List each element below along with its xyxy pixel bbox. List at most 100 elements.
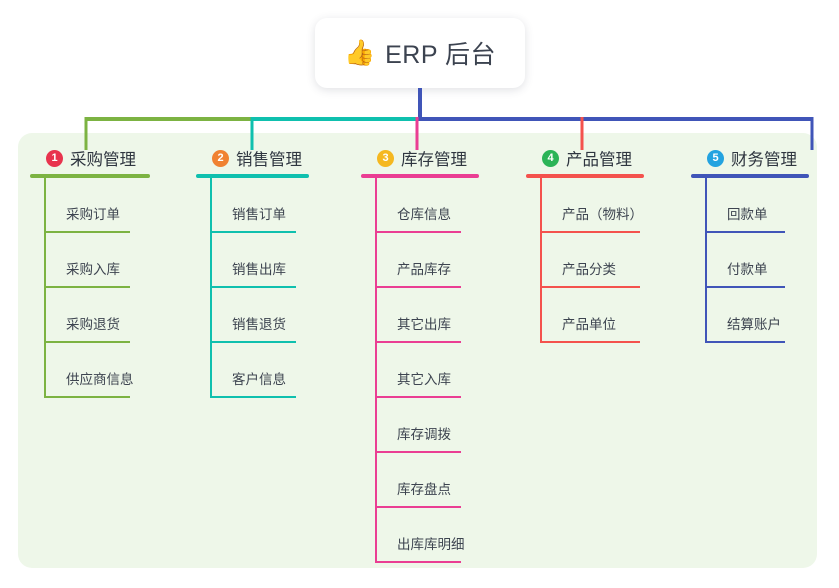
- leaf-node[interactable]: 销售退货: [210, 288, 309, 343]
- branch-column-3: 3 库存管理仓库信息产品库存其它出库其它入库库存调拨库存盘点出库库明细: [361, 146, 479, 563]
- leaf-node-rule: [44, 396, 130, 398]
- leaf-node-rule: [705, 341, 785, 343]
- leaf-node[interactable]: 其它出库: [375, 288, 479, 343]
- branch-number-badge: 1: [46, 149, 63, 167]
- leaf-node[interactable]: 产品单位: [540, 288, 644, 343]
- leaf-node-rule: [540, 286, 640, 288]
- leaf-node-rule: [210, 341, 296, 343]
- leaf-node-label: 库存盘点: [397, 482, 451, 497]
- leaf-node-label: 出库库明细: [397, 537, 465, 552]
- leaf-node-rule: [44, 286, 130, 288]
- branch-header-5[interactable]: 5 财务管理: [691, 146, 809, 170]
- leaf-node[interactable]: 供应商信息: [44, 343, 150, 398]
- leaf-node-rule: [210, 396, 296, 398]
- branch-header-rule: [526, 174, 644, 178]
- leaf-node[interactable]: 产品库存: [375, 233, 479, 288]
- leaf-node-rule: [44, 231, 130, 233]
- leaf-node-label: 采购订单: [66, 207, 120, 222]
- leaf-node-rule: [375, 286, 461, 288]
- branch-children: 仓库信息产品库存其它出库其它入库库存调拨库存盘点出库库明细: [361, 178, 479, 563]
- leaf-node-label: 产品分类: [562, 262, 616, 277]
- branch-children: 采购订单采购入库采购退货供应商信息: [30, 178, 150, 398]
- leaf-node-label: 回款单: [727, 207, 768, 222]
- leaf-node-rule: [375, 506, 461, 508]
- branch-title: 财务管理: [731, 151, 797, 169]
- leaf-node-rule: [540, 341, 640, 343]
- leaf-node-label: 销售退货: [232, 317, 286, 332]
- leaf-node[interactable]: 销售订单: [210, 178, 309, 233]
- leaf-node[interactable]: 库存调拨: [375, 398, 479, 453]
- leaf-node-label: 采购退货: [66, 317, 120, 332]
- leaf-node[interactable]: 库存盘点: [375, 453, 479, 508]
- leaf-node-rule: [705, 231, 785, 233]
- leaf-node-label: 其它入库: [397, 372, 451, 387]
- branch-title: 销售管理: [236, 151, 302, 169]
- leaf-node-label: 付款单: [727, 262, 768, 277]
- branch-number-badge: 4: [542, 149, 559, 167]
- leaf-node-label: 其它出库: [397, 317, 451, 332]
- leaf-node-rule: [375, 451, 461, 453]
- leaf-node[interactable]: 采购入库: [44, 233, 150, 288]
- leaf-node-label: 产品（物料）: [562, 207, 643, 222]
- leaf-node-label: 产品单位: [562, 317, 616, 332]
- leaf-node-rule: [44, 341, 130, 343]
- leaf-node-rule: [375, 341, 461, 343]
- leaf-node-label: 采购入库: [66, 262, 120, 277]
- leaf-node[interactable]: 产品分类: [540, 233, 644, 288]
- branch-header-rule: [30, 174, 150, 178]
- branch-spine: [540, 178, 542, 343]
- leaf-node[interactable]: 付款单: [705, 233, 809, 288]
- root-node[interactable]: 👍 ERP 后台: [315, 18, 525, 88]
- branch-spine: [375, 178, 377, 563]
- branch-header-2[interactable]: 2 销售管理: [196, 146, 309, 170]
- leaf-node-rule: [375, 231, 461, 233]
- leaf-node-label: 结算账户: [727, 317, 781, 332]
- root-node-title: ERP 后台: [385, 41, 497, 69]
- leaf-node-rule: [705, 286, 785, 288]
- leaf-node-rule: [210, 231, 296, 233]
- leaf-node[interactable]: 采购退货: [44, 288, 150, 343]
- branch-title: 库存管理: [401, 151, 467, 169]
- leaf-node-label: 销售出库: [232, 262, 286, 277]
- branch-number-badge: 5: [707, 149, 724, 167]
- leaf-node[interactable]: 销售出库: [210, 233, 309, 288]
- leaf-node-rule: [540, 231, 640, 233]
- branch-children: 产品（物料） 产品分类产品单位: [526, 178, 644, 343]
- branch-header-rule: [196, 174, 309, 178]
- branch-children: 回款单付款单结算账户: [691, 178, 809, 343]
- leaf-node[interactable]: 产品（物料）: [540, 178, 644, 233]
- branch-column-5: 5 财务管理回款单付款单结算账户: [691, 146, 809, 343]
- leaf-node[interactable]: 仓库信息: [375, 178, 479, 233]
- thumbs-up-icon: 👍: [343, 38, 376, 67]
- leaf-node-label: 供应商信息: [66, 372, 134, 387]
- leaf-node[interactable]: 回款单: [705, 178, 809, 233]
- leaf-node[interactable]: 采购订单: [44, 178, 150, 233]
- leaf-node-label: 客户信息: [232, 372, 286, 387]
- leaf-node-rule: [375, 561, 461, 563]
- leaf-node-label: 产品库存: [397, 262, 451, 277]
- leaf-node[interactable]: 出库库明细: [375, 508, 479, 563]
- branch-column-2: 2 销售管理销售订单销售出库销售退货客户信息: [196, 146, 309, 398]
- branch-header-rule: [691, 174, 809, 178]
- branch-spine: [705, 178, 707, 343]
- branch-header-3[interactable]: 3 库存管理: [361, 146, 479, 170]
- leaf-node[interactable]: 结算账户: [705, 288, 809, 343]
- branches-panel: [18, 133, 817, 568]
- branch-children: 销售订单销售出库销售退货客户信息: [196, 178, 309, 398]
- branch-header-rule: [361, 174, 479, 178]
- leaf-node-label: 销售订单: [232, 207, 286, 222]
- leaf-node[interactable]: 客户信息: [210, 343, 309, 398]
- leaf-node-label: 库存调拨: [397, 427, 451, 442]
- leaf-node-rule: [210, 286, 296, 288]
- branch-number-badge: 3: [377, 149, 394, 167]
- leaf-node[interactable]: 其它入库: [375, 343, 479, 398]
- branch-spine: [44, 178, 46, 398]
- leaf-node-rule: [375, 396, 461, 398]
- branch-number-badge: 2: [212, 149, 229, 167]
- branch-spine: [210, 178, 212, 398]
